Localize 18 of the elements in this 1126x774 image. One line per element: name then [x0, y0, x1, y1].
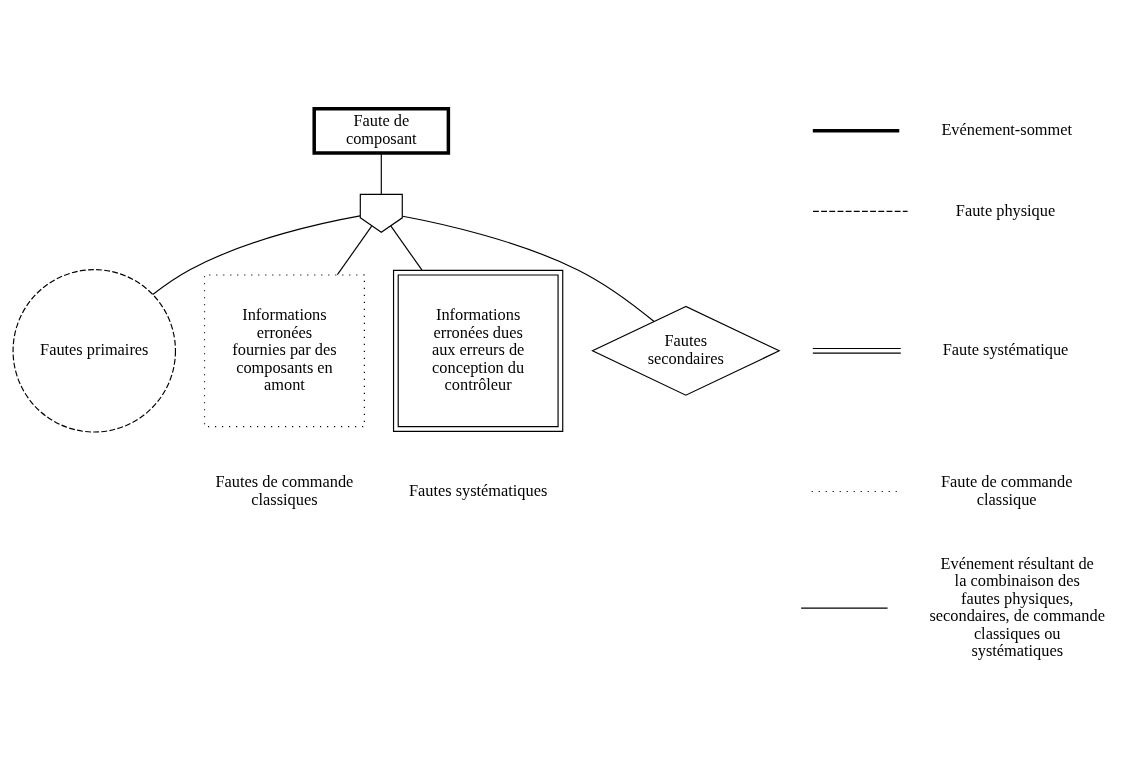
- node-diamond: Fautes secondaires: [591, 305, 781, 396]
- connector: [380, 152, 382, 195]
- node-label: Fautes de commande classiques: [215, 472, 354, 509]
- connector: [390, 225, 423, 271]
- legend-label: Faute de commande classique: [940, 472, 1073, 509]
- legend-label: Evénement-sommet: [941, 120, 1072, 140]
- connector: [336, 225, 373, 276]
- legend-label: Faute systématique: [942, 340, 1069, 360]
- node-circle: Fautes primaires: [12, 269, 177, 433]
- connector: [402, 215, 655, 323]
- legend-label: Evénement résultant de la combinaison des fautes physiques, secondaires, de commande classiques ou systématiques: [929, 553, 1105, 661]
- node-box: Faute de composant: [312, 106, 451, 155]
- node-gate: [359, 193, 403, 234]
- node-box: Informations erronées fournies par des composants en amont: [203, 274, 365, 428]
- connector: [152, 215, 361, 296]
- node-label: Fautes systématiques: [408, 480, 548, 500]
- legend-label: Faute physique: [955, 200, 1056, 220]
- node-box: Informations erronées dues aux erreurs de conception du contrôleur: [392, 269, 564, 432]
